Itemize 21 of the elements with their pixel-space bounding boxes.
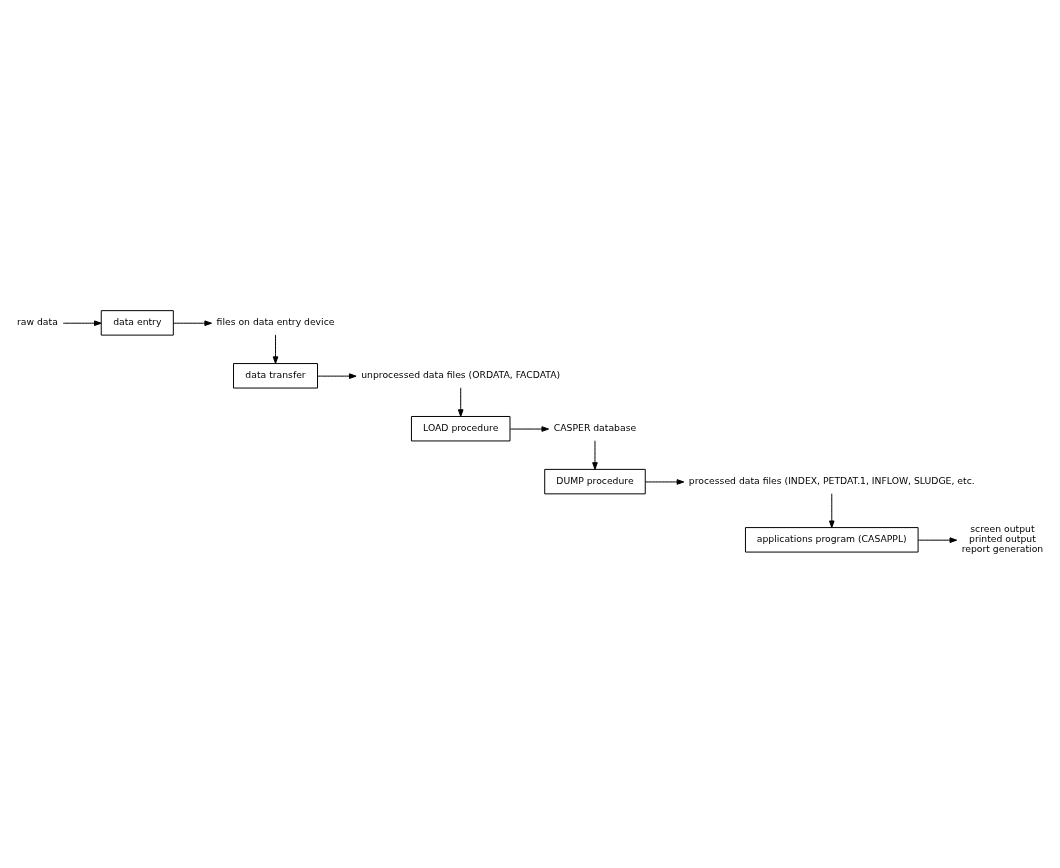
- node-box: DUMP procedure: [544, 468, 646, 495]
- arrow: [172, 320, 212, 327]
- arrow: [457, 387, 464, 417]
- node-text: files on data entry device: [216, 316, 335, 328]
- arrow: [917, 537, 958, 543]
- node-box: LOAD procedure: [410, 415, 511, 442]
- arrow: [828, 493, 835, 529]
- arrow: [272, 334, 279, 364]
- node-box: data transfer: [233, 363, 318, 389]
- node-box: data entry: [100, 310, 174, 336]
- node-text: processed data files (INDEX, PETDAT.1, INFLOW, SLUDGE, etc.: [688, 475, 975, 487]
- arrow: [62, 320, 102, 327]
- node-box: applications program (CASAPPL): [744, 527, 919, 553]
- node-text: unprocessed data files (ORDATA, FACDATA): [361, 369, 561, 381]
- arrow: [317, 373, 357, 379]
- arrow: [645, 479, 685, 485]
- node-text: CASPER database: [553, 422, 637, 434]
- arrow: [509, 426, 550, 432]
- node-text: screen output printed output report generation: [961, 523, 1044, 555]
- arrow: [592, 440, 598, 470]
- node-text: raw data: [17, 316, 58, 328]
